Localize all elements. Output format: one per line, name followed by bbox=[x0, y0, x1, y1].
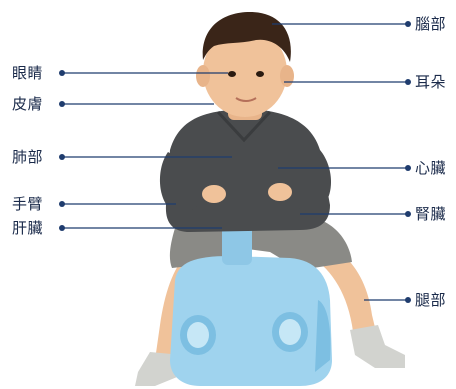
label-liver: 肝臟 bbox=[12, 219, 43, 237]
dot-eyes bbox=[59, 70, 65, 76]
dot-kidneys bbox=[405, 211, 411, 217]
dot-legs bbox=[405, 297, 411, 303]
dot-lungs bbox=[59, 154, 65, 160]
label-kidneys: 腎臟 bbox=[415, 205, 446, 223]
label-heart: 心臟 bbox=[415, 159, 446, 177]
label-legs: 腿部 bbox=[415, 291, 446, 309]
child-left-hand bbox=[202, 185, 226, 203]
child-right-hand bbox=[268, 183, 292, 201]
label-brain: 腦部 bbox=[415, 15, 446, 33]
dot-heart bbox=[405, 165, 411, 171]
label-lungs: 肺部 bbox=[12, 148, 43, 166]
label-ears: 耳朵 bbox=[415, 73, 446, 91]
dot-skin bbox=[59, 101, 65, 107]
dot-arms bbox=[59, 201, 65, 207]
label-eyes: 眼睛 bbox=[12, 64, 43, 82]
dot-liver bbox=[59, 225, 65, 231]
label-arms: 手臂 bbox=[12, 195, 43, 213]
dot-brain bbox=[405, 21, 411, 27]
label-skin: 皮膚 bbox=[12, 95, 43, 113]
child-head bbox=[196, 12, 294, 117]
dot-ears bbox=[405, 79, 411, 85]
